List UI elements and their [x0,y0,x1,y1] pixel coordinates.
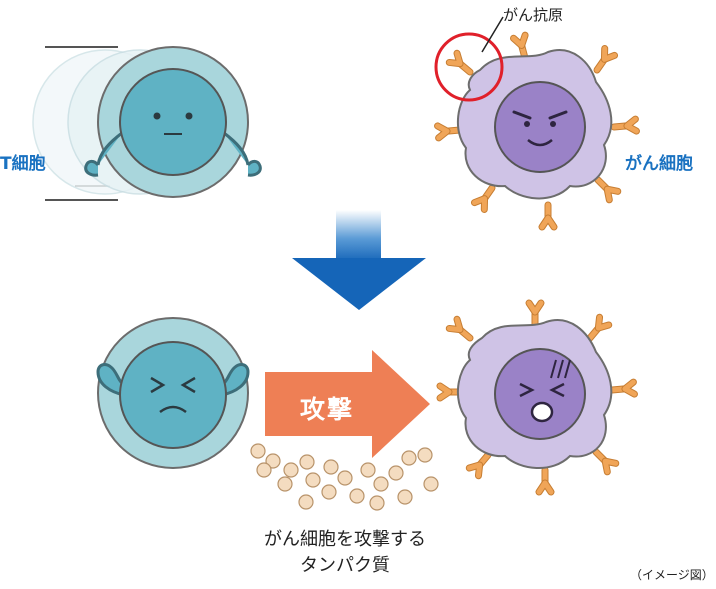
antigen-highlight-circle [434,32,504,102]
cancer-hurt-eye [549,382,565,398]
protein-particles [250,443,439,511]
t-cell-right-flex [219,363,250,397]
attack-label: 攻撃 [300,395,355,424]
cancer-cell-bottom [440,303,634,492]
cancer-cell-label: がん細胞 [625,154,693,174]
t-cell-moving [32,46,262,201]
cancer-cell-top [434,16,636,227]
t-cell-strain-eye [150,376,166,394]
t-cell-frown [159,405,187,414]
cancer-eye [524,121,530,127]
t-cell-strain-eye [180,376,196,394]
t-cell-left-flex [96,363,127,397]
t-cell-core [119,68,227,176]
cancer-brow [512,110,568,120]
shock-lines [550,359,571,379]
protein-caption: がん細胞を攻撃する タンパク質 [210,527,480,579]
antigen-pointer-line [481,16,504,53]
image-note: （イメージ図） [630,568,714,582]
t-cell-attacking [96,317,250,469]
cancer-cell-core [494,348,586,440]
t-cell-label: T細胞 [0,154,46,174]
protein-caption-line2: タンパク質 [300,555,390,576]
t-cell-eye [185,112,193,120]
t-cell-eye [153,112,161,120]
t-cell-right-arm [223,131,262,177]
cancer-cell-core [494,81,586,173]
down-arrow [292,210,426,310]
protein-caption-line1: がん細胞を攻撃する [264,529,426,550]
cancer-open-mouth [530,401,554,423]
cancer-hurt-eye [519,382,535,398]
t-cell-core [119,341,227,449]
cancer-grin [527,139,553,147]
cancer-eye [550,121,556,127]
attack-arrow [265,350,430,458]
t-cell-left-arm [84,131,123,177]
cancer-antigen-label: がん抗原 [503,6,564,24]
